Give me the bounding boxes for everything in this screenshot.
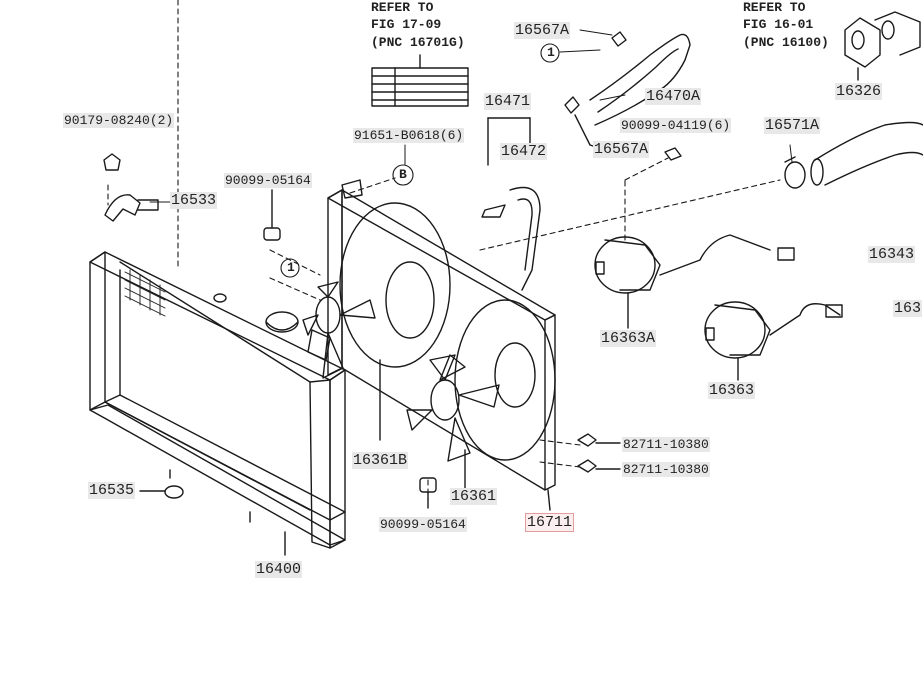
part-label-16567a-top[interactable]: 16567A <box>514 22 571 39</box>
ref2-line1: REFER TO <box>743 0 806 15</box>
callout-1-left: 1 <box>287 260 295 275</box>
part-label-16400[interactable]: 16400 <box>255 561 303 578</box>
radiator-16400 <box>89 251 346 556</box>
callout-b: B <box>399 167 407 182</box>
ref1-line1: REFER TO <box>371 0 434 15</box>
part-label-16571a[interactable]: 16571A <box>764 117 821 134</box>
hose-16571a <box>784 121 923 189</box>
part-label-16535[interactable]: 16535 <box>88 482 136 499</box>
drain-cock-16535 <box>139 485 184 499</box>
part-label-16533[interactable]: 16533 <box>170 192 218 209</box>
label-leaders <box>149 29 793 203</box>
part-label-90099-04119[interactable]: 90099-04119(6) <box>620 118 732 133</box>
part-label-16363a[interactable]: 16363A <box>600 330 657 347</box>
hose-16470a <box>589 31 691 126</box>
callout-1-top: 1 <box>547 45 555 60</box>
part-label-90099-05164-top[interactable]: 90099-05164 <box>224 173 312 188</box>
part-label-91651-b0618[interactable]: 91651-B0618(6) <box>353 128 465 143</box>
dashed-leaders <box>107 0 781 501</box>
part-label-90179-08240[interactable]: 90179-08240(2) <box>63 113 175 128</box>
bracket-16533 <box>103 153 159 222</box>
part-label-90099-05164-bottom[interactable]: 90099-05164 <box>379 517 467 532</box>
callout-circles <box>280 43 560 278</box>
part-label-16363[interactable]: 16363 <box>708 382 756 399</box>
fan-16361 <box>406 354 500 489</box>
clip-82711-a <box>577 433 621 447</box>
ref2-line3: (PNC 16100) <box>743 35 829 50</box>
gasket-16326 <box>844 11 921 81</box>
part-label-163-edge[interactable]: 163 <box>893 300 923 317</box>
part-label-82711-10380-b[interactable]: 82711-10380 <box>622 462 710 477</box>
part-label-16567a-mid[interactable]: 16567A <box>593 141 650 158</box>
motor-16363 <box>704 301 843 381</box>
part-label-16471[interactable]: 16471 <box>484 93 532 110</box>
part-label-16470a[interactable]: 16470A <box>645 88 702 105</box>
part-label-82711-10380-a[interactable]: 82711-10380 <box>622 437 710 452</box>
reference-plate <box>371 54 469 107</box>
ref1-line3: (PNC 16701G) <box>371 35 465 50</box>
fan-shroud-16711 <box>327 179 556 511</box>
part-label-16326[interactable]: 16326 <box>835 83 883 100</box>
part-label-16472[interactable]: 16472 <box>500 143 548 160</box>
hose-16472 <box>481 186 541 291</box>
motor-16363a <box>594 234 795 329</box>
part-label-16361[interactable]: 16361 <box>450 488 498 505</box>
ref2-line2: FIG 16-01 <box>743 17 814 32</box>
fan-16361b <box>302 281 381 441</box>
leader-16471 <box>487 117 531 166</box>
part-label-16343[interactable]: 16343 <box>868 246 916 263</box>
part-label-16711-selected[interactable]: 16711 <box>525 513 575 532</box>
bolt-90099-04119 <box>664 147 682 161</box>
part-label-16361b[interactable]: 16361B <box>352 452 409 469</box>
ref1-line2: FIG 17-09 <box>371 17 442 32</box>
clip-82711-b <box>577 459 621 473</box>
bolt-90099-top <box>263 189 281 241</box>
bolt-90099-bottom <box>419 477 437 509</box>
